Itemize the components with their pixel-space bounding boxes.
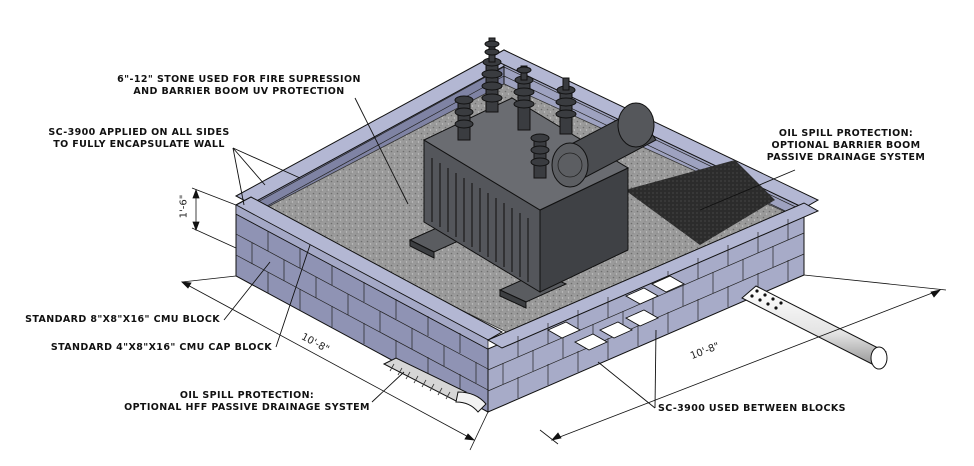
left-length-dimension xyxy=(180,275,489,451)
dark-drainage-area xyxy=(625,160,775,245)
height-dimension xyxy=(191,187,237,249)
right-length-dimension xyxy=(539,274,947,445)
label-stone: 6"-12" STONE USED FOR FIRE SUPRESSION AN… xyxy=(117,74,361,97)
front-wall-right xyxy=(486,202,820,413)
leader-lines xyxy=(223,97,796,409)
label-sc3900-between: SC-3900 USED BETWEEN BLOCKS xyxy=(658,403,846,414)
barrier-boom-pipe xyxy=(741,285,888,370)
label-oil-barrier-boom: OIL SPILL PROTECTION: OPTIONAL BARRIER B… xyxy=(766,128,926,163)
label-cmu-block: STANDARD 8"X8"X16" CMU BLOCK xyxy=(25,314,220,325)
label-cmu-cap-block: STANDARD 4"X8"X16" CMU CAP BLOCK xyxy=(50,342,272,353)
dimension-height: 1'-6" xyxy=(178,194,190,219)
label-oil-hff: OIL SPILL PROTECTION: OPTIONAL HFF PASSI… xyxy=(124,390,370,413)
transformer xyxy=(408,37,657,309)
front-wall-left xyxy=(234,196,504,413)
hff-drainage-pipe xyxy=(382,357,487,413)
label-sc3900-sides: SC-3900 APPLIED ON ALL SIDES TO FULLY EN… xyxy=(48,127,230,150)
